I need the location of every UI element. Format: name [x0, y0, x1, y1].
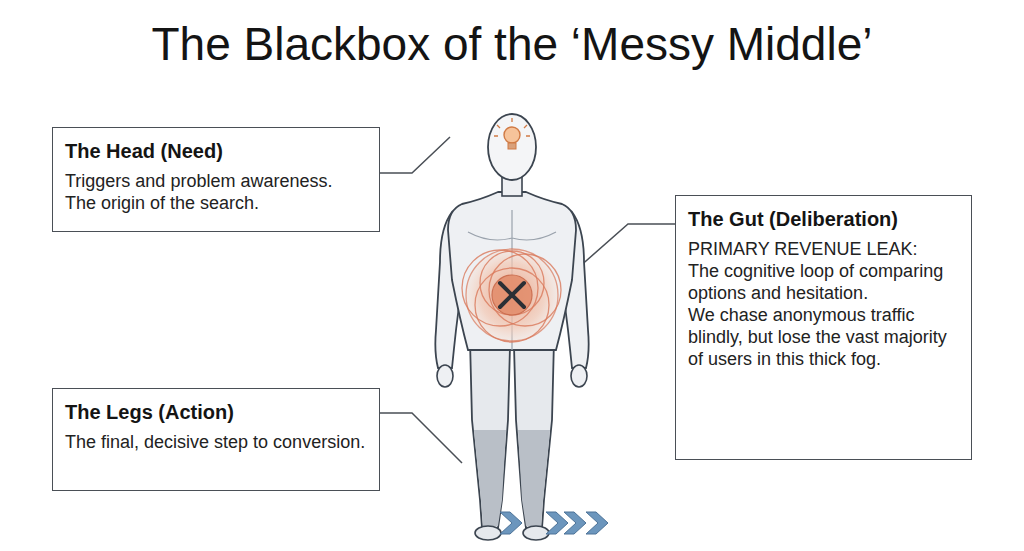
- diagram-title: The Blackbox of the ‘Messy Middle’: [0, 14, 1024, 74]
- fog-ring: [489, 254, 561, 326]
- callout-box: The Gut (Deliberation) PRIMARY REVENUE LE…: [675, 195, 972, 460]
- chevron: [564, 512, 586, 534]
- forward-chevrons: [500, 512, 608, 534]
- x-mark: [500, 283, 524, 307]
- callout-text: Triggers and problem awareness. The orig…: [65, 170, 367, 214]
- leader-line: [380, 413, 462, 463]
- callout-heading: The Head (Need): [65, 138, 367, 164]
- gut-fog: [462, 249, 561, 342]
- callout-text: We chase anonymous traffic blindly, but …: [688, 304, 959, 370]
- leader-line: [380, 137, 450, 173]
- right-hand: [571, 365, 587, 387]
- bulb-glass: [504, 127, 520, 143]
- lightbulb-icon: [494, 118, 530, 149]
- callout-heading: The Gut (Deliberation): [688, 206, 959, 232]
- callout-heading: The Legs (Action): [65, 399, 367, 425]
- fog-circle: [466, 249, 558, 341]
- callout-box: The Head (Need) Triggers and problem awar…: [52, 127, 380, 232]
- head: [488, 114, 536, 180]
- chevron: [586, 512, 608, 534]
- bulb-rays: [494, 118, 530, 136]
- callout-text: PRIMARY REVENUE LEAK:: [688, 238, 959, 260]
- bulb-base: [508, 143, 516, 149]
- fog-ring: [466, 249, 558, 341]
- leader-line: [578, 224, 675, 268]
- left-hand: [437, 365, 453, 387]
- chevron: [546, 512, 568, 534]
- chevron: [500, 512, 522, 534]
- right-foot: [523, 526, 549, 540]
- right-leg: [514, 340, 554, 528]
- fog-ring: [462, 250, 538, 326]
- callout-box: The Legs (Action) The final, decisive ste…: [52, 388, 380, 491]
- fog-ring: [480, 251, 544, 315]
- fog-core: [492, 275, 532, 315]
- callout-text: The final, decisive step to conversion.: [65, 431, 367, 453]
- fog-ring: [475, 268, 549, 342]
- left-leg: [470, 340, 510, 528]
- callout-text: The cognitive loop of comparing options …: [688, 260, 959, 304]
- torso: [448, 192, 576, 350]
- left-foot: [475, 526, 501, 540]
